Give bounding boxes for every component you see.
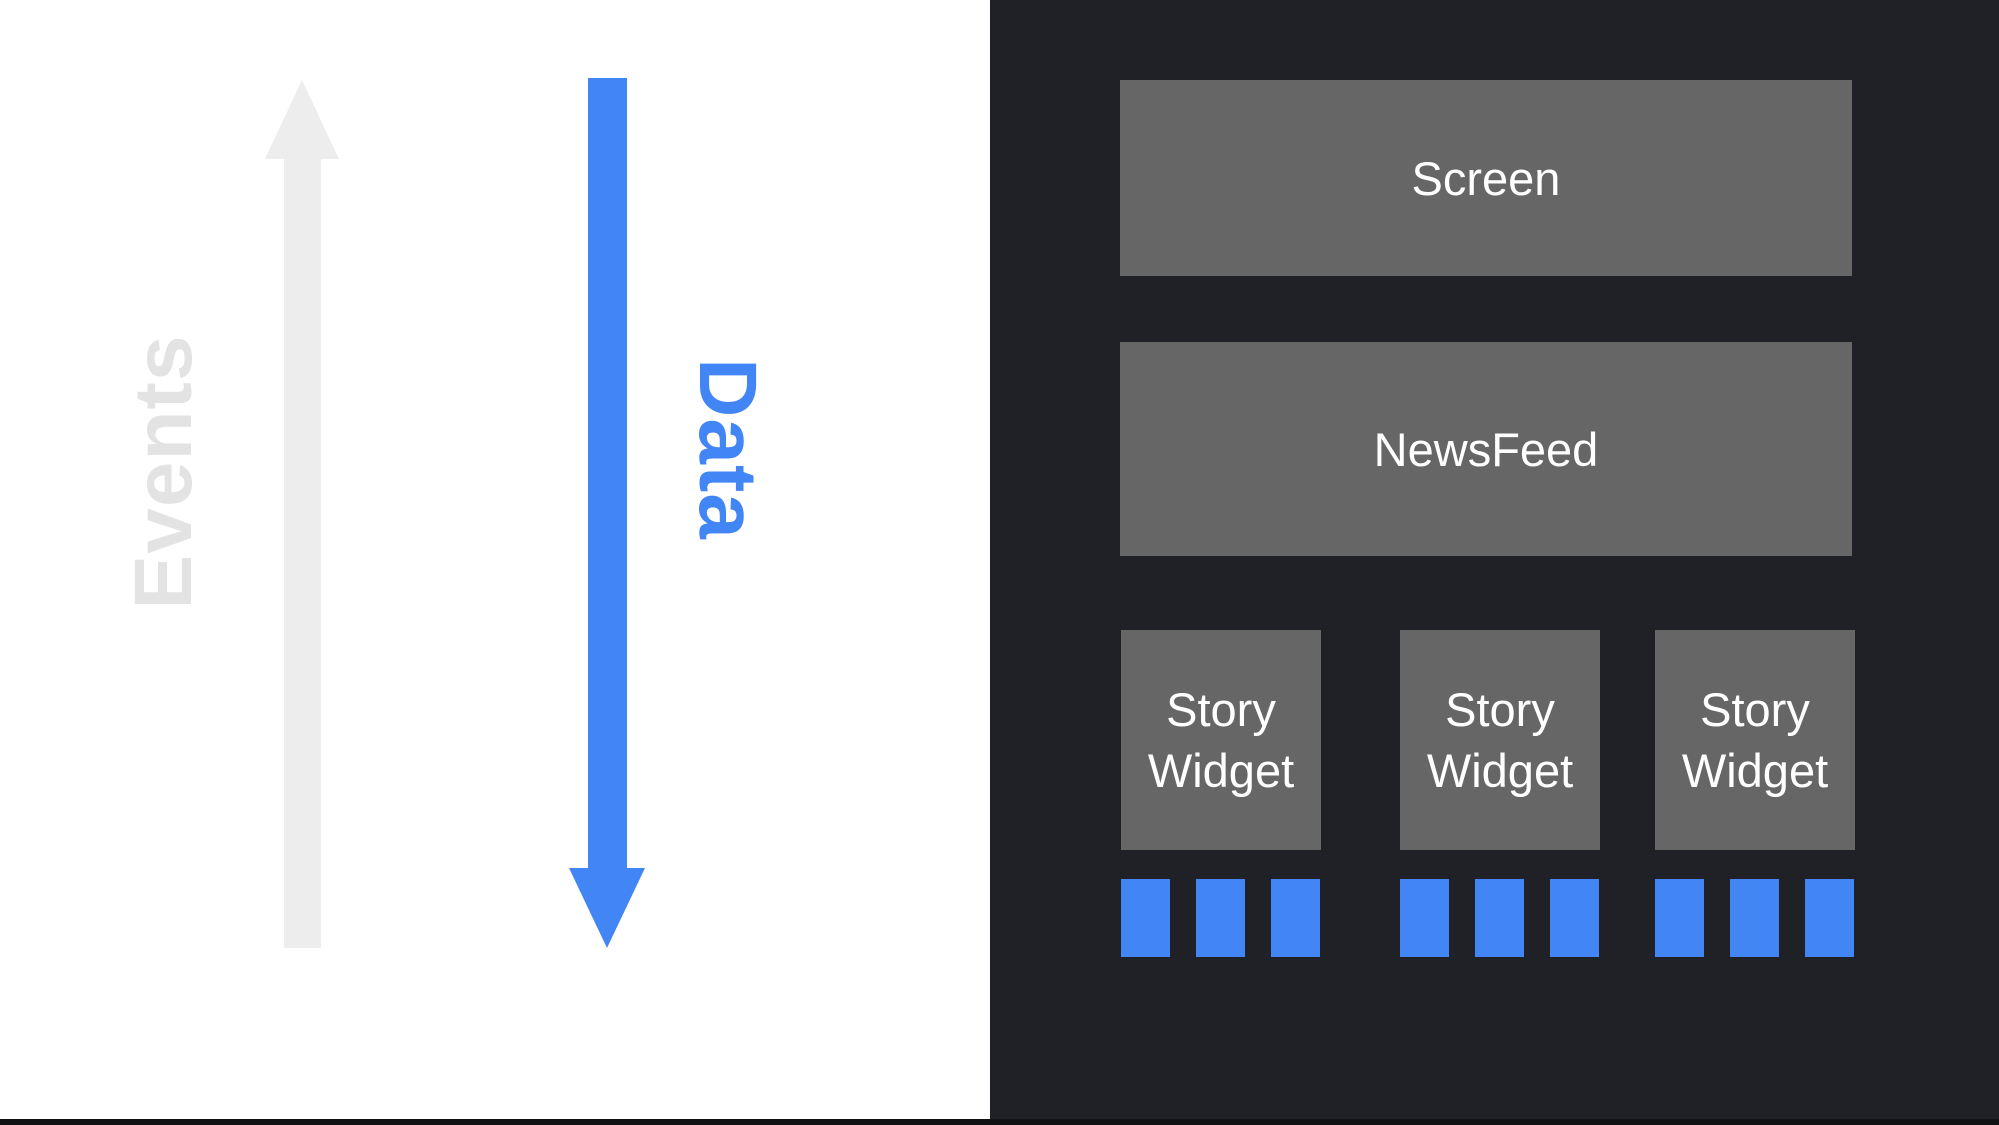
data-square-icon <box>1271 879 1320 957</box>
slide-bottom-edge <box>0 1119 1999 1125</box>
story-widget-label: Story Widget <box>1426 683 1574 797</box>
story-widget-label: Story Widget <box>1681 683 1829 797</box>
data-square-icon <box>1730 879 1779 957</box>
data-square-icon <box>1121 879 1170 957</box>
data-square-icon <box>1400 879 1449 957</box>
data-square-icon <box>1655 879 1704 957</box>
story-widget-box: Story Widget <box>1400 630 1600 850</box>
data-square-icon <box>1805 879 1854 957</box>
data-square-icon <box>1550 879 1599 957</box>
newsfeed-box-label: NewsFeed <box>1373 422 1599 476</box>
story-widget-box: Story Widget <box>1121 630 1321 850</box>
newsfeed-box: NewsFeed <box>1120 342 1852 556</box>
data-square-icon <box>1475 879 1524 957</box>
down-arrow-head <box>569 868 645 948</box>
events-label: Events <box>118 334 209 610</box>
data-square-icon <box>1196 879 1245 957</box>
up-arrow-shaft <box>284 157 321 948</box>
screen-box: Screen <box>1120 80 1852 276</box>
story-widget-label: Story Widget <box>1147 683 1295 797</box>
down-arrow-shaft <box>588 78 627 869</box>
widget-tree-panel: Screen NewsFeed Story Widget Story Widge… <box>990 0 1999 1125</box>
interaction-flow-panel: Events Data <box>0 0 990 1125</box>
story-widget-box: Story Widget <box>1655 630 1855 850</box>
screen-box-label: Screen <box>1411 151 1561 205</box>
data-label: Data <box>682 358 773 540</box>
up-arrow-head <box>265 80 339 159</box>
